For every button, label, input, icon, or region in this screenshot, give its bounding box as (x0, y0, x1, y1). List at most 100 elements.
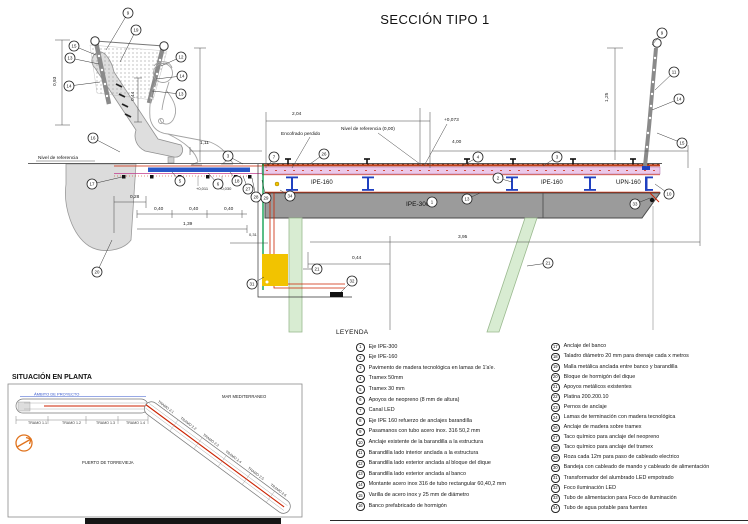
callout-17 (86, 178, 98, 190)
legend-item-number: 5 (356, 385, 365, 394)
callout-6 (212, 178, 224, 190)
callout-number: 7 (273, 155, 276, 160)
railing-post-exterior (93, 41, 112, 105)
legend-item-number: 28 (551, 443, 560, 453)
callout-number: 3 (556, 155, 559, 160)
legend-item-number: 2 (356, 353, 365, 363)
legend-item-text: Barandilla lado exterior anclada al banc… (368, 470, 466, 477)
legend-item-number: 27 (551, 433, 560, 443)
legend-item-number: 19 (551, 362, 560, 372)
section-label: IPE-160 (541, 180, 563, 186)
legend-item-number: 22 (551, 393, 560, 402)
legend-item-number: 7 (356, 406, 365, 416)
callout-1 (426, 196, 438, 208)
callout-5 (174, 175, 186, 187)
dimension-text: +0,073 (444, 117, 459, 123)
callout-number: 4 (477, 155, 480, 160)
legend-item-number: 4 (356, 374, 365, 384)
callout-number: 15 (680, 141, 685, 146)
legend-item-text: Barandilla lado exterior anclada al bloq… (368, 460, 491, 467)
legend-item-number: 11 (356, 448, 365, 458)
legend-item-text: Varilla de acero inox y 25 mm de diámetr… (368, 491, 470, 498)
callout-number: 10 (667, 192, 672, 197)
callout-number: 9 (661, 31, 664, 36)
legend-item-text: Pernos de anclaje (563, 403, 607, 410)
legend-item-text: Roza cada 12m para paso de cableado elec… (563, 454, 680, 461)
legend-item-text: Transformador del alumbrado LED empotrad… (563, 474, 674, 481)
legend-item-text: Lamas de terminación con madera tecnológ… (563, 414, 676, 420)
callout-number: 12 (179, 55, 184, 60)
callout-3 (222, 150, 234, 162)
legend-item-text: Tubo de alimentacion para Foco de ilumin… (563, 494, 677, 501)
legend-item-number: 16 (356, 501, 365, 511)
legend-item-number: 31 (551, 473, 560, 483)
callout-number: 14 (677, 97, 682, 102)
legend-item-text: Apoyos de neopreno (8 mm de altura) (368, 396, 460, 403)
callout-29 (260, 192, 272, 204)
callout-number: 13 (68, 56, 73, 61)
deck-anchors (285, 158, 636, 164)
cable-tray-inner (273, 193, 345, 289)
plan-sea-label: MAR MEDITERRANEO (222, 394, 267, 399)
bench-and-figure (65, 36, 234, 251)
callout-leader (105, 12, 129, 51)
callout-7 (268, 151, 280, 163)
callout-9 (122, 7, 134, 19)
callout-21 (542, 257, 554, 269)
canal-led (148, 167, 250, 172)
tramex-band (261, 166, 661, 175)
legend-item-number: 15 (356, 491, 365, 500)
legend-item-number: 6 (356, 395, 365, 405)
legend-item-number: 10 (356, 438, 365, 447)
dimension-text: 0,44 (130, 91, 136, 101)
legend-item-number: 17 (551, 342, 560, 352)
callout-12 (175, 51, 187, 63)
dimension-text: +0,011 (196, 186, 209, 191)
callout-14 (63, 80, 75, 92)
legend-item-text: Apoyos metálicos existentes (563, 383, 632, 390)
section-label: IPE-300 (406, 201, 430, 208)
tramo-label: TRAMO 1.4 (126, 421, 145, 425)
callout-14 (176, 70, 188, 82)
callout-31 (246, 278, 258, 290)
section-label: Nivel de referencia (38, 155, 78, 161)
callout-number: 31 (250, 282, 255, 287)
callout-33 (629, 198, 641, 210)
legend-item-number: 1 (356, 343, 365, 352)
dimension-text: 0,40 (189, 206, 199, 212)
legend-item-text: Bandeja con cableado de mando y cableado… (563, 464, 710, 471)
legend-item-number: 3 (356, 364, 365, 373)
callout-leader (96, 239, 113, 273)
plan-drawing: SITUACIÓN EN PLANTA ÁMBITO DE PROYECTO T… (7, 372, 303, 518)
page-title: SECCIÓN TIPO 1 (380, 12, 490, 27)
callout-number: 16 (91, 136, 96, 141)
legend-item-text: Platina 200.200.10 (563, 393, 609, 400)
callout-number: 13 (179, 92, 184, 97)
legend-item-text: Taco químico para anclaje del neopreno (563, 434, 660, 441)
callout-number: 21 (315, 267, 320, 272)
legend-item-text: Canal LED (368, 407, 395, 414)
legend-item-text: Bloque de hormigón del dique (563, 373, 636, 380)
dimension-text: 0,93 (52, 76, 58, 86)
callout-number: 1 (431, 200, 434, 205)
callout-14 (673, 93, 685, 105)
